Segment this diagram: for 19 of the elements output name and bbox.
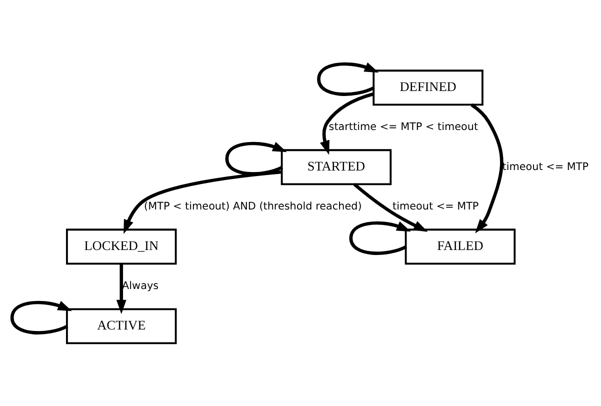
arrow	[320, 92, 374, 154]
node-box: ACTIVE	[66, 308, 177, 344]
arrow	[470, 102, 504, 233]
edge-label: (MTP < timeout) AND (threshold reached)	[144, 200, 362, 212]
node-box: STARTED	[280, 148, 392, 185]
edge-label: starttime <= MTP < timeout	[328, 120, 478, 133]
arrow	[317, 62, 379, 96]
arrow	[353, 182, 428, 232]
node-box: FAILED	[404, 228, 516, 264]
edge-label: timeout <= MTP	[502, 160, 589, 172]
node-box: DEFINED	[372, 69, 484, 106]
node-box: LOCKED_IN	[66, 228, 177, 264]
arrow	[124, 170, 282, 234]
edge-label: timeout <= MTP	[392, 200, 479, 212]
arrow	[349, 220, 411, 254]
arrow	[225, 141, 287, 175]
arrow	[116, 264, 126, 314]
arrow	[10, 300, 72, 334]
edge-label: Always	[122, 280, 159, 292]
